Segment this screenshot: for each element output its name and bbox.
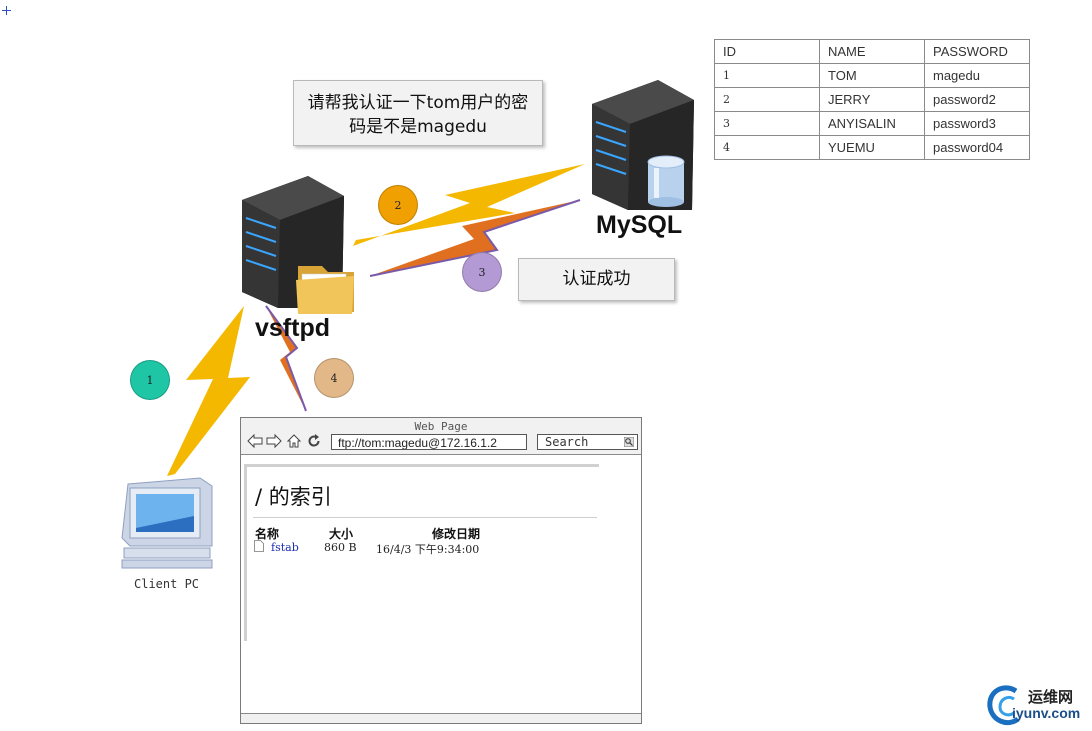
step-2-marker: 2 (378, 185, 418, 225)
column-header-modified: 修改日期 (432, 527, 481, 541)
home-icon[interactable] (286, 433, 302, 449)
cell-name: JERRY (819, 87, 925, 112)
auth-request-callout: 请帮我认证一下tom用户的密 码是不是magedu (293, 80, 543, 146)
cell-password: password04 (924, 135, 1030, 160)
search-label: Search (545, 435, 589, 449)
cell-name: YUEMU (819, 135, 925, 160)
browser-toolbar: Web Page ftp://tom:magedu@172.16.1.2 Sea… (241, 418, 641, 455)
database-server-icon (592, 80, 694, 210)
table-header-row: ID NAME PASSWORD (714, 39, 1030, 64)
cell-id: 3 (714, 111, 820, 136)
logo-text-cn: 运维网 (1028, 688, 1074, 706)
cell-name: TOM (819, 63, 925, 88)
ftp-server-label: vsftpd (255, 314, 330, 342)
heading-divider (253, 517, 597, 518)
browser-page: / 的索引 名称 大小 修改日期 fstab 860 B 16/4/3 下午9:… (244, 464, 599, 641)
table-row: 4 YUEMU password04 (714, 135, 1030, 160)
table-row: 1 TOM magedu (714, 63, 1030, 88)
credentials-table: ID NAME PASSWORD 1 TOM magedu 2 JERRY pa… (714, 39, 1030, 160)
file-link[interactable]: fstab (271, 541, 299, 554)
database-cylinder-icon (647, 155, 685, 207)
address-bar[interactable]: ftp://tom:magedu@172.16.1.2 (331, 434, 527, 450)
ftp-server-icon (242, 176, 354, 314)
browser-title: Web Page (414, 420, 468, 433)
client-label: Client PC (134, 577, 200, 591)
browser-window: Web Page ftp://tom:magedu@172.16.1.2 Sea… (240, 417, 642, 724)
file-icon (254, 540, 264, 552)
step-3-marker: 3 (462, 252, 502, 292)
column-header-password: PASSWORD (924, 39, 1030, 64)
logo-text-domain: iyunv.com (1012, 705, 1081, 721)
browser-status-bar (241, 713, 641, 723)
logo-swirl-icon (987, 685, 1020, 725)
cell-id: 2 (714, 87, 820, 112)
crosshair-icon (2, 6, 11, 15)
database-label: MySQL (596, 211, 683, 239)
client-pc-icon (121, 477, 213, 569)
column-header-size: 大小 (329, 527, 354, 541)
cell-name: ANYISALIN (819, 111, 925, 136)
column-header-id: ID (714, 39, 820, 64)
column-header-name: 名称 (255, 527, 280, 541)
cell-password: magedu (924, 63, 1030, 88)
search-input[interactable]: Search (537, 434, 638, 450)
forward-arrow-icon[interactable] (266, 433, 282, 449)
table-row: 2 JERRY password2 (714, 87, 1030, 112)
page-title: / 的索引 (255, 485, 332, 509)
connection-bolt-3 (370, 200, 580, 276)
file-modified: 16/4/3 下午9:34:00 (376, 543, 480, 556)
column-header-name: NAME (819, 39, 925, 64)
step-1-marker: 1 (130, 360, 170, 400)
cell-id: 1 (714, 63, 820, 88)
folder-icon (296, 266, 354, 314)
cell-id: 4 (714, 135, 820, 160)
step-4-marker: 4 (314, 358, 354, 398)
site-logo: 运维网 iyunv.com (986, 683, 1090, 727)
search-icon[interactable] (624, 437, 634, 447)
connection-bolt-1 (167, 306, 250, 476)
cell-password: password3 (924, 111, 1030, 136)
cell-password: password2 (924, 87, 1030, 112)
file-size: 860 B (324, 541, 357, 554)
reload-icon[interactable] (306, 433, 322, 449)
table-row: 3 ANYISALIN password3 (714, 111, 1030, 136)
auth-success-callout: 认证成功 (518, 258, 675, 301)
auth-request-line-1: 请帮我认证一下tom用户的密 (307, 93, 529, 113)
auth-request-line-2: 码是不是magedu (349, 117, 487, 137)
connection-bolt-2 (353, 164, 585, 246)
back-arrow-icon[interactable] (247, 433, 263, 449)
